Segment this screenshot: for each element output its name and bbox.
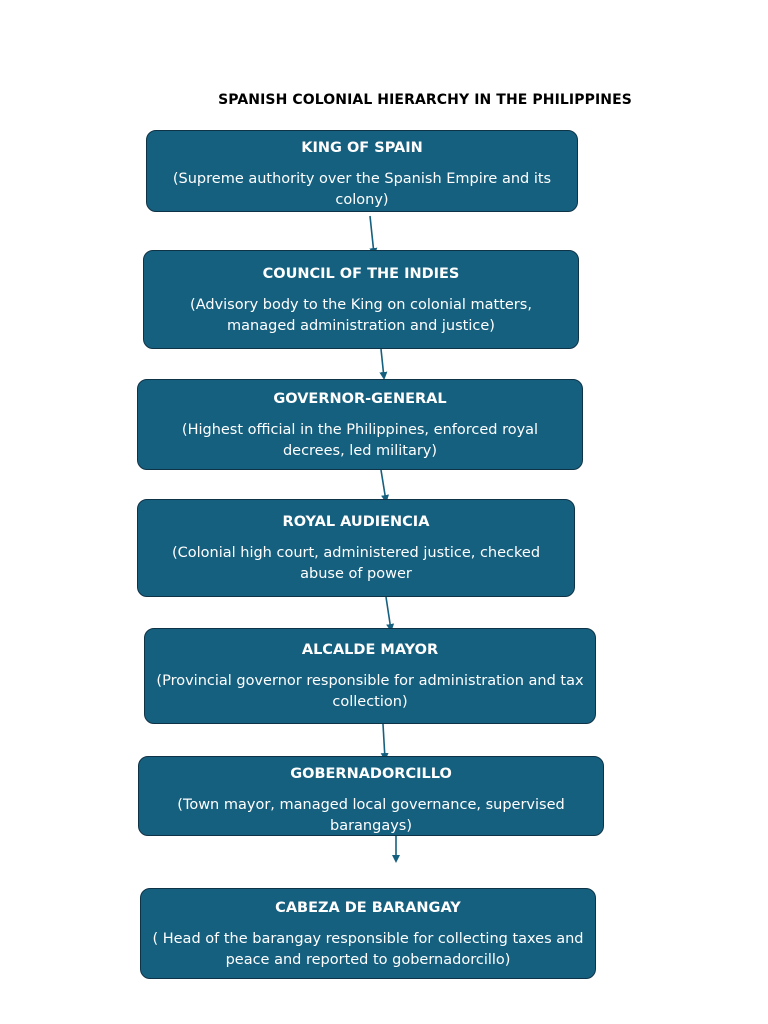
node-cabeza-de-barangay: CABEZA DE BARANGAY ( Head of the baranga… (140, 888, 596, 979)
node-royal-audiencia: ROYAL AUDIENCIA (Colonial high court, ad… (137, 499, 575, 597)
node-title: KING OF SPAIN (301, 140, 423, 156)
arrow-governor-to-audiencia (380, 469, 389, 503)
node-description: (Highest official in the Philippines, en… (181, 422, 539, 459)
node-title: CABEZA DE BARANGAY (275, 900, 461, 916)
arrow-king-to-council (369, 215, 378, 256)
arrow-council-to-governor (379, 348, 388, 380)
arrow-audiencia-to-alcalde (385, 596, 395, 632)
node-title: GOVERNOR-GENERAL (273, 391, 447, 407)
node-title: ALCALDE MAYOR (301, 642, 439, 658)
node-description: (Colonial high court, administered justi… (171, 545, 541, 582)
node-title: COUNCIL OF THE INDIES (262, 266, 460, 282)
node-description: ( Head of the barangay responsible for c… (152, 931, 584, 968)
node-king-of-spain: KING OF SPAIN (Supreme authority over th… (146, 130, 578, 212)
node-description: (Provincial governor responsible for adm… (156, 673, 584, 710)
arrow-alcalde-to-gobernadorcillo (380, 723, 389, 761)
node-title: GOBERNADORCILLO (290, 766, 452, 782)
node-council-of-the-indies: COUNCIL OF THE INDIES (Advisory body to … (143, 250, 579, 349)
node-gobernadorcillo: GOBERNADORCILLO (Town mayor, managed loc… (138, 756, 604, 836)
node-title: ROYAL AUDIENCIA (282, 514, 430, 530)
node-alcalde-mayor: ALCALDE MAYOR (Provincial governor respo… (144, 628, 596, 724)
node-governor-general: GOVERNOR-GENERAL (Highest official in th… (137, 379, 583, 470)
node-description: (Town mayor, managed local governance, s… (177, 797, 565, 834)
diagram-title: SPANISH COLONIAL HIERARCHY IN THE PHILIP… (218, 92, 632, 108)
node-description: (Advisory body to the King on colonial m… (190, 297, 532, 334)
node-description: (Supreme authority over the Spanish Empi… (172, 171, 552, 208)
